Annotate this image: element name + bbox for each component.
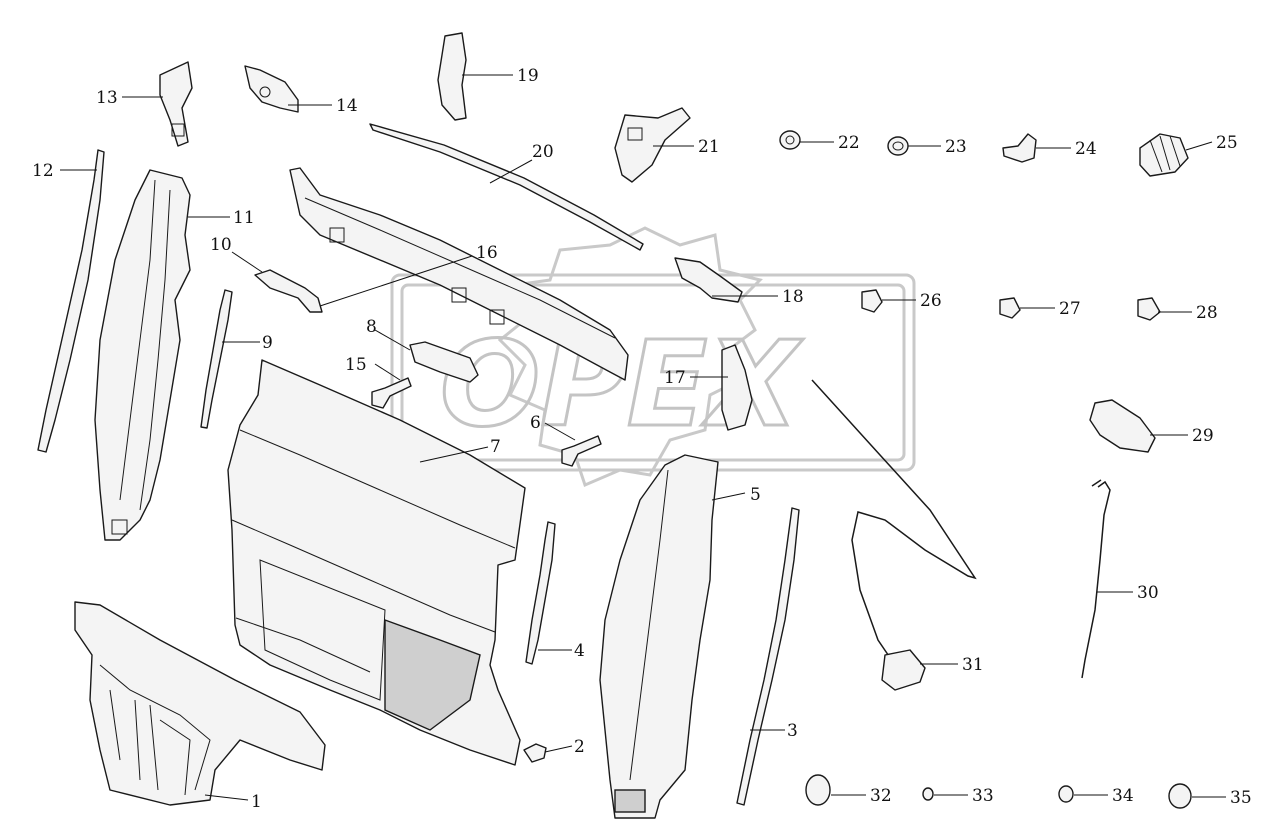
- part-15-bolt: [371, 377, 412, 409]
- part-2-clip: [523, 743, 547, 763]
- callout-9: 9: [262, 333, 273, 353]
- part-31-handle: [881, 649, 926, 691]
- callout-25: 25: [1216, 133, 1238, 153]
- watermark-frame-inner: [400, 283, 906, 462]
- callout-28: 28: [1196, 303, 1218, 323]
- callout-27: 27: [1059, 299, 1081, 319]
- part-25-bushing: [1139, 133, 1189, 177]
- cable: [811, 379, 977, 666]
- leader-lines: [60, 74, 1226, 801]
- watermark-gear: [497, 226, 763, 488]
- callout-numbers: 1 2 3 4 5 6 7 8 9 10 11 12 13 14 15 16 1…: [32, 66, 1252, 812]
- part-26-clip: [861, 289, 883, 313]
- part-28-clip: [1137, 297, 1161, 321]
- callout-11: 11: [233, 208, 255, 228]
- callout-4: 4: [574, 641, 585, 661]
- callout-19: 19: [517, 66, 539, 86]
- callout-8: 8: [366, 317, 377, 337]
- part-13-bracket: [159, 61, 193, 147]
- part-27-clip: [999, 297, 1021, 319]
- part-7-front-panel: [227, 359, 526, 766]
- part-4-strip: [525, 521, 556, 665]
- part-32-plug: [805, 774, 831, 806]
- part-35-plug: [1168, 783, 1192, 809]
- part-6-bolt: [561, 435, 602, 467]
- part-16-crossmember: [289, 167, 629, 381]
- callout-15: 15: [345, 355, 367, 375]
- callout-5: 5: [750, 485, 761, 505]
- part-17-hinge: [721, 344, 753, 431]
- part-3-strip: [736, 507, 800, 806]
- callout-14: 14: [336, 96, 358, 116]
- part-12-strip: [37, 149, 105, 453]
- part-24-clip: [1002, 133, 1037, 163]
- part-30-rod: [1081, 479, 1111, 679]
- callout-21: 21: [698, 137, 720, 157]
- callout-33: 33: [972, 786, 994, 806]
- part-9-strip: [200, 289, 233, 429]
- part-10-handle: [254, 269, 323, 313]
- watermark-frame: [390, 273, 916, 472]
- callout-29: 29: [1192, 426, 1214, 446]
- callout-17: 17: [664, 368, 686, 388]
- part-8-bracket: [409, 341, 479, 383]
- callout-12: 12: [32, 161, 54, 181]
- part-33-plug: [922, 787, 934, 801]
- callout-35: 35: [1230, 788, 1252, 808]
- part-34-plug: [1058, 785, 1074, 803]
- callout-31: 31: [962, 655, 984, 675]
- callout-24: 24: [1075, 139, 1097, 159]
- part-19-bracket: [437, 32, 467, 121]
- callout-32: 32: [870, 786, 892, 806]
- part-1-grille: [74, 601, 326, 806]
- part-14-bracket: [244, 65, 299, 113]
- callout-20: 20: [532, 142, 554, 162]
- callout-16: 16: [476, 243, 498, 263]
- part-29-bracket: [1089, 399, 1156, 453]
- callout-22: 22: [838, 133, 860, 153]
- part-11-left-panel: [94, 169, 191, 541]
- part-22-washer: [779, 130, 801, 150]
- callout-3: 3: [787, 721, 798, 741]
- part-21-bracket: [614, 107, 691, 183]
- callout-2: 2: [574, 737, 585, 757]
- part-18-latch: [674, 257, 743, 303]
- callout-13: 13: [96, 88, 118, 108]
- part-20-rod: [369, 123, 644, 251]
- callout-34: 34: [1112, 786, 1134, 806]
- callout-6: 6: [530, 413, 541, 433]
- callout-26: 26: [920, 291, 942, 311]
- callout-1: 1: [251, 792, 262, 812]
- callout-23: 23: [945, 137, 967, 157]
- callout-18: 18: [782, 287, 804, 307]
- callout-30: 30: [1137, 583, 1159, 603]
- part-23-grommet: [887, 136, 909, 156]
- part-5-right-panel: [599, 454, 719, 819]
- callout-7: 7: [490, 437, 501, 457]
- callout-10: 10: [210, 235, 232, 255]
